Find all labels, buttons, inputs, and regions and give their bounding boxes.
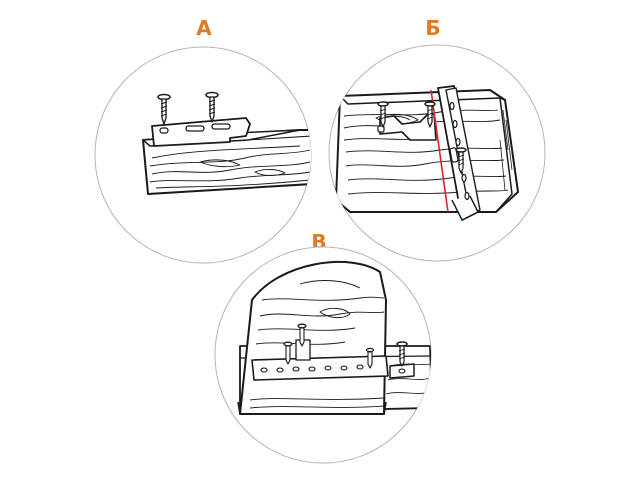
panel-a-label: А — [196, 16, 212, 40]
screw-icon — [297, 323, 307, 347]
screw-icon — [205, 91, 219, 123]
screw-icon — [283, 341, 293, 365]
screw-icon — [157, 93, 171, 125]
panel-b — [328, 44, 546, 262]
screw-icon — [365, 347, 375, 369]
screw-icon — [377, 101, 389, 128]
wooden-beam-icon — [335, 89, 519, 213]
panel-a — [94, 46, 312, 264]
alignment-line — [430, 89, 449, 213]
mounting-plate-icon — [389, 363, 415, 379]
panel-b-label: Б — [425, 16, 441, 40]
mounting-plate-icon — [151, 117, 251, 147]
screw-icon — [455, 147, 467, 174]
screw-icon — [424, 101, 436, 128]
screw-icon — [396, 341, 408, 367]
panel-c — [214, 246, 432, 464]
mounting-rail-icon — [251, 339, 389, 381]
